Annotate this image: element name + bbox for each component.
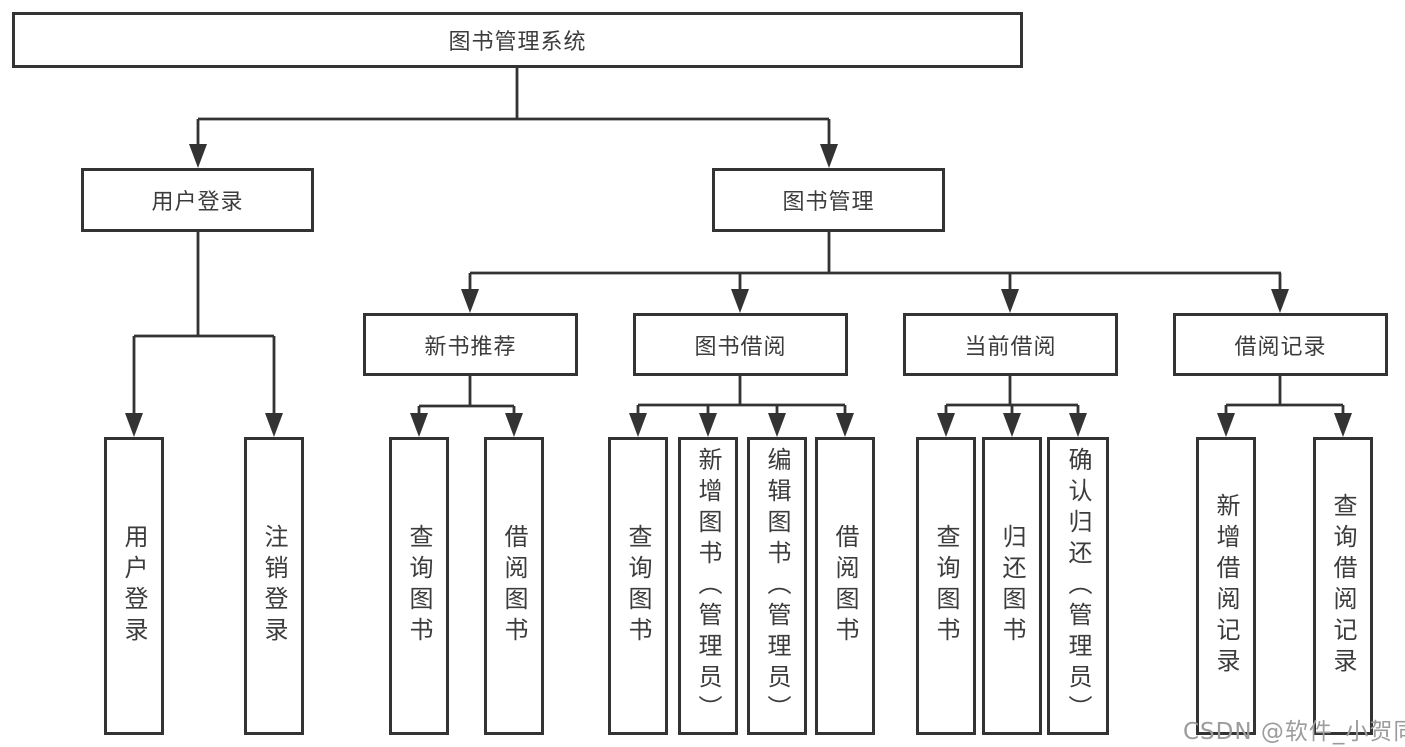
node-current-borrow: 当前借阅 [903,313,1118,376]
node-label: 新增借阅记录 [1212,493,1240,679]
node-query-borrow-record: 查询借阅记录 [1313,437,1373,735]
csdn-watermark: CSDN @软件_小贺同学 [1183,719,1405,745]
node-confirm-return-admin: 确认归还（管理员） [1047,437,1109,735]
arrow-down-icon [836,413,854,437]
node-label: 图书管理系统 [448,30,587,55]
node-label: 编辑图书（管理员） [763,446,791,726]
node-user-login-branch: 用户登录 [81,168,314,232]
node-label: 用户登录 [120,524,148,648]
node-new-book-recommend: 新书推荐 [363,313,578,376]
node-logout: 注销登录 [244,437,304,735]
node-query-books-recommend: 查询图书 [389,437,449,735]
node-library-system: 图书管理系统 [12,12,1023,68]
node-query-books-current: 查询图书 [916,437,976,735]
node-borrow-book: 借阅图书 [815,437,875,735]
node-label: 新增图书（管理员） [694,446,722,726]
node-label: 查询图书 [405,524,433,648]
node-borrow-books-recommend: 借阅图书 [484,437,544,735]
arrow-down-icon [1217,413,1235,437]
arrow-down-icon [1271,289,1289,313]
arrowheads [125,144,1352,437]
arrow-down-icon [1334,413,1352,437]
arrow-down-icon [1069,413,1087,437]
arrow-down-icon [1001,289,1019,313]
node-label: 查询借阅记录 [1329,493,1357,679]
node-return-book: 归还图书 [982,437,1042,735]
node-label: 当前借阅 [964,334,1057,360]
node-label: 图书管理 [782,190,875,215]
connector-path [132,68,1345,415]
arrow-down-icon [768,413,786,437]
arrow-down-icon [629,413,647,437]
node-label: 借阅图书 [500,524,528,648]
node-label: 注销登录 [260,524,288,648]
node-label: 图书借阅 [694,334,787,360]
arrow-down-icon [461,289,479,313]
node-book-management-branch: 图书管理 [712,168,945,232]
node-query-books-borrow: 查询图书 [608,437,668,735]
node-label: 查询图书 [624,524,652,648]
arrow-down-icon [125,413,143,437]
node-label: 用户登录 [151,190,244,215]
node-label: 确认归还（管理员） [1064,446,1092,726]
arrow-down-icon [699,413,717,437]
node-borrow-records: 借阅记录 [1173,313,1388,376]
node-label: 借阅记录 [1234,334,1327,360]
node-add-borrow-record: 新增借阅记录 [1196,437,1256,735]
node-label: 归还图书 [998,524,1026,648]
arrow-down-icon [731,289,749,313]
arrow-down-icon [189,144,207,168]
arrow-down-icon [410,413,428,437]
node-label: 查询图书 [932,524,960,648]
node-book-borrow: 图书借阅 [633,313,848,376]
arrow-down-icon [1003,413,1021,437]
arrow-down-icon [937,413,955,437]
node-user-login: 用户登录 [104,437,164,735]
arrow-down-icon [505,413,523,437]
arrow-down-icon [265,413,283,437]
node-edit-book-admin: 编辑图书（管理员） [747,437,807,735]
node-label: 借阅图书 [831,524,859,648]
node-label: 新书推荐 [424,334,517,360]
node-add-book-admin: 新增图书（管理员） [678,437,738,735]
arrow-down-icon [820,144,838,168]
